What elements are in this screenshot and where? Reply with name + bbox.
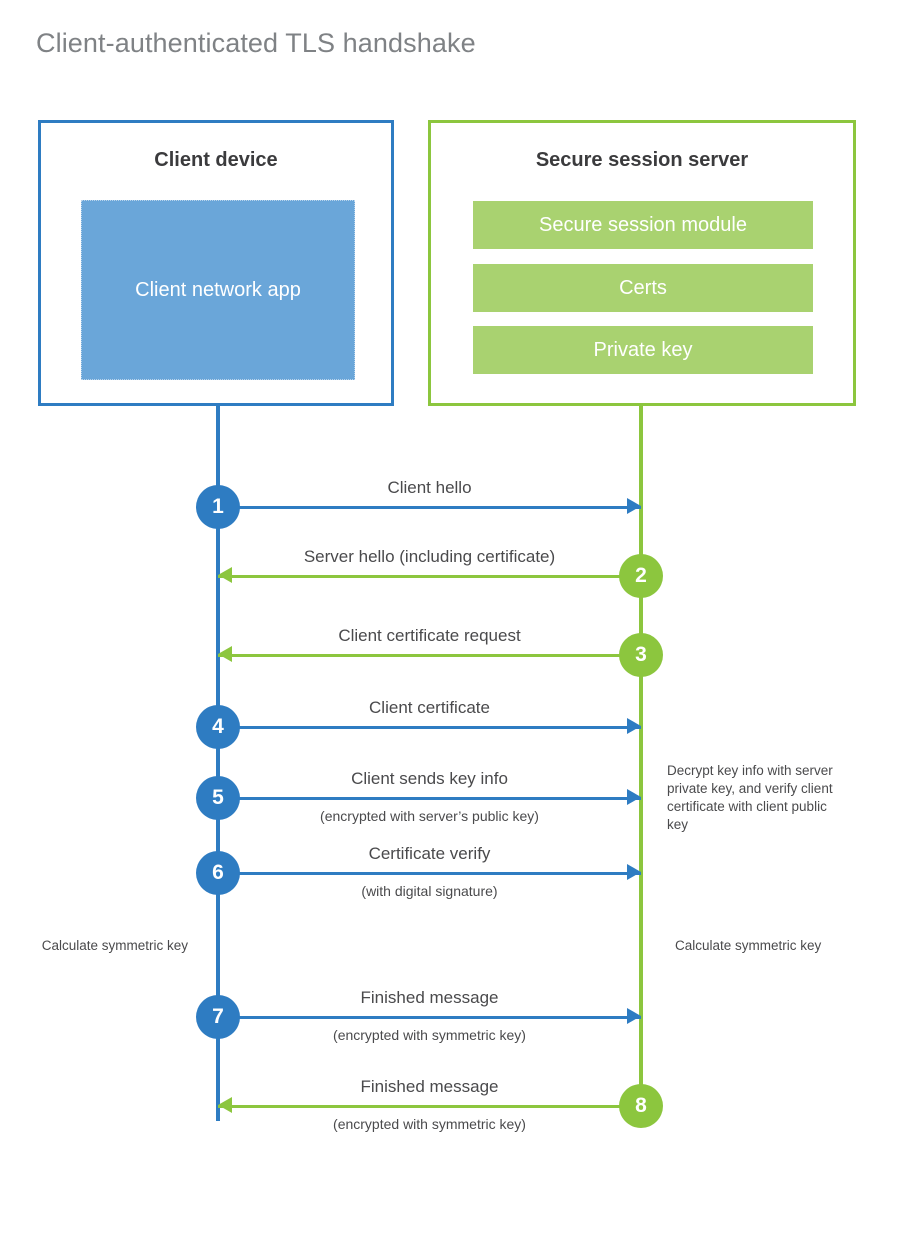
server-decrypt-annotation: Decrypt key info with server private key… xyxy=(667,763,833,832)
message-label-7: Finished message xyxy=(360,988,499,1007)
arrow-head-icon-1 xyxy=(627,498,641,514)
message-line-8 xyxy=(218,1105,641,1108)
server-module-certs: Certs xyxy=(473,264,813,312)
arrow-head-icon-6 xyxy=(627,864,641,880)
server-module-secure-session-module: Secure session module xyxy=(473,201,813,249)
arrow-head-icon-4 xyxy=(627,718,641,734)
client-calculate-symmetric-key-annotation: Calculate symmetric key xyxy=(41,938,188,953)
message-sublabel-5: (encrypted with server’s public key) xyxy=(320,808,539,824)
secure-session-server-title: Secure session server xyxy=(535,149,749,171)
client-device-box: Client device Client network app xyxy=(38,120,394,406)
step-circle-1[interactable]: 1 xyxy=(196,485,240,529)
client-device-title: Client device xyxy=(154,149,278,171)
server-lifeline xyxy=(639,403,643,1108)
client-network-app-block: Client network app xyxy=(81,200,355,380)
message-line-5 xyxy=(218,797,641,800)
step-circle-2[interactable]: 2 xyxy=(619,554,663,598)
step-circle-4[interactable]: 4 xyxy=(196,705,240,749)
page-title: Client-authenticated TLS handshake xyxy=(36,28,476,58)
message-label-4: Client certificate xyxy=(369,698,490,717)
message-line-4 xyxy=(218,726,641,729)
message-label-1: Client hello xyxy=(387,478,472,497)
step-circle-8[interactable]: 8 xyxy=(619,1084,663,1128)
arrow-head-icon-2 xyxy=(218,567,232,583)
step-circle-3[interactable]: 3 xyxy=(619,633,663,677)
arrow-head-icon-8 xyxy=(218,1097,232,1113)
arrow-head-icon-7 xyxy=(627,1008,641,1024)
message-sublabel-8: (encrypted with symmetric key) xyxy=(333,1116,526,1132)
step-circle-6[interactable]: 6 xyxy=(196,851,240,895)
client-lifeline xyxy=(216,403,220,1121)
arrow-head-icon-5 xyxy=(627,789,641,805)
message-line-1 xyxy=(218,506,641,509)
arrow-head-icon-3 xyxy=(218,646,232,662)
message-label-8: Finished message xyxy=(360,1077,499,1096)
server-module-private-key: Private key xyxy=(473,326,813,374)
message-sublabel-6: (with digital signature) xyxy=(361,883,498,899)
message-line-2 xyxy=(218,575,641,578)
message-sublabel-7: (encrypted with symmetric key) xyxy=(333,1027,526,1043)
message-line-3 xyxy=(218,654,641,657)
message-line-6 xyxy=(218,872,641,875)
message-label-2: Server hello (including certificate) xyxy=(303,547,556,566)
server-calculate-symmetric-key-annotation: Calculate symmetric key xyxy=(675,938,822,953)
message-line-7 xyxy=(218,1016,641,1019)
step-circle-5[interactable]: 5 xyxy=(196,776,240,820)
message-label-5: Client sends key info xyxy=(351,769,508,788)
message-label-3: Client certificate request xyxy=(338,626,521,645)
secure-session-server-box: Secure session server Secure session mod… xyxy=(428,120,856,406)
message-label-6: Certificate verify xyxy=(368,844,491,863)
step-circle-7[interactable]: 7 xyxy=(196,995,240,1039)
